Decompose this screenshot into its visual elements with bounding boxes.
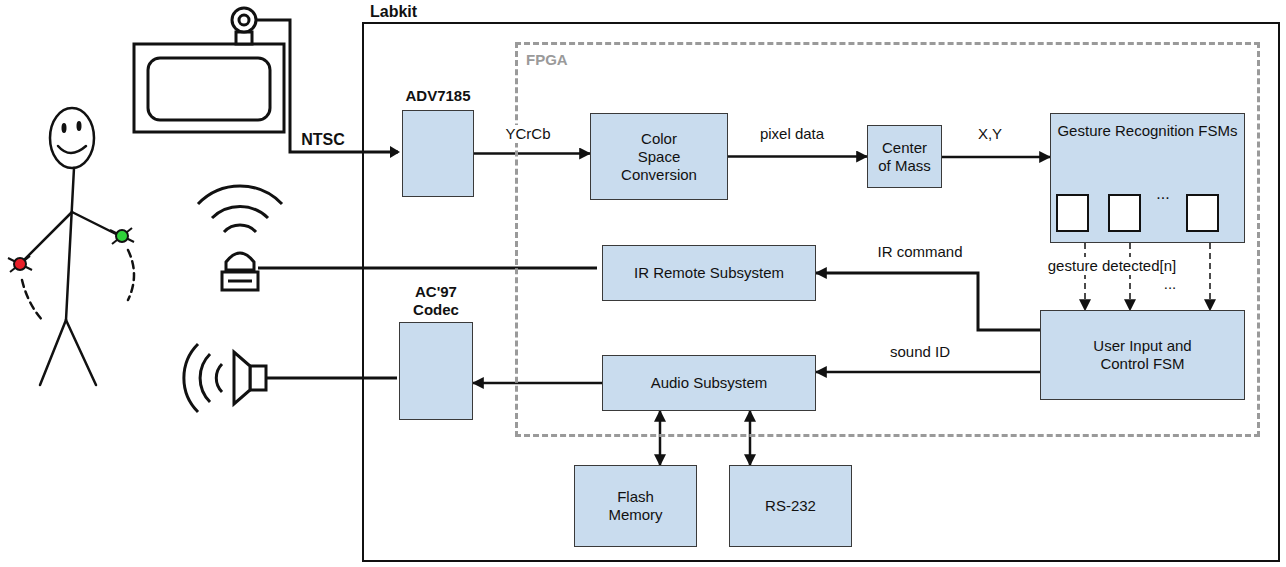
speaker [184,344,266,412]
arm [20,212,72,264]
fpga-region: FPGA Color Space Conversion Center of Mass… [515,42,1260,437]
tv-monitor [134,8,284,132]
box-label: Flash Memory [606,488,666,524]
signal-label: pixel data [757,125,827,143]
ir-base [222,272,258,290]
box-label: Center of Mass [874,139,935,175]
memory-box: Flash Memory [574,465,697,547]
signal-arrow [749,411,752,465]
signal-arrow [816,371,1040,374]
leg [66,320,96,385]
eye [77,121,82,131]
fsm-square [1108,194,1141,232]
signal-label: X,Y [975,125,1005,143]
process-box: Color Space Conversion [590,113,728,200]
signal-arrow [473,382,602,385]
heading-label: ADV7185 [405,87,470,105]
speaker-cone [234,352,250,404]
sound-wave [200,354,210,402]
ir-slot [228,280,252,283]
decoder-chip: ADV7185 [402,110,474,197]
signal-label: gesture detected[n] [1045,257,1179,275]
head [50,108,94,168]
audio-wire [266,377,397,380]
heading-label: FPGA [526,51,568,69]
interface-box: RS-232 [729,465,852,547]
labkit-frame: LabkitFPGAColor Space ConversionCenter o… [362,22,1280,562]
signal-arrow-dashed [1129,243,1131,310]
box-label: Audio Subsystem [651,374,768,392]
ir-wave [198,186,282,204]
signal-arrow [816,273,1040,330]
webcam [232,8,256,32]
process-box: Audio Subsystem [602,355,816,411]
webcam-lens [239,15,249,25]
fsm-square [1186,194,1219,232]
process-box: Center of Mass [867,125,942,188]
leg [40,320,66,385]
smile [58,146,86,153]
ellipsis: ... [1161,275,1180,293]
ntsc-wire [256,20,398,152]
speaker-magnet [250,366,266,390]
sound-wave [216,364,222,392]
signal-arrow [728,155,867,158]
box-label: User Input and Control FSM [1080,337,1205,373]
ir-emitter [226,253,254,270]
fsm-group-box: Gesture Recognition FSMs... [1050,113,1245,243]
signal-name: NTSC [298,130,348,149]
heading-label: Labkit [370,2,417,21]
signal-label: YCrCb [502,125,553,143]
body [66,168,74,320]
signal-arrow [474,152,590,155]
ir-wave [212,207,268,218]
webcam-base [236,32,252,44]
arrowhead [390,146,400,158]
heading-label: ... [1143,184,1183,203]
box-label: RS-232 [765,497,816,515]
signal-arrow-dashed [1209,243,1211,310]
eye [62,123,67,133]
motion-arc [128,250,134,300]
heading-label: AC'97 Codec [401,283,471,319]
red-marker [8,256,32,272]
control-box: User Input and Control FSM [1040,310,1245,400]
green-marker [110,228,134,244]
tv-body [134,44,284,132]
heading-label: Gesture Recognition FSMs [1051,122,1244,140]
motion-arc [22,280,44,322]
box-label: IR Remote Subsystem [634,264,784,282]
signal-arrow-dashed [1084,243,1086,310]
ir-wire [258,267,597,270]
signal-arrow [659,411,662,465]
process-box: IR Remote Subsystem [602,245,816,301]
tv-screen [148,58,270,120]
signal-label: IR command [874,243,965,261]
ir-wave [224,225,256,232]
box-label: Color Space Conversion [619,130,699,184]
fsm-square [1056,194,1089,232]
signal-label: sound ID [887,343,953,361]
person [20,108,134,385]
codec-chip: AC'97 Codec [399,322,473,420]
ir-blaster [198,186,282,290]
signal-arrow [942,156,1050,159]
sound-wave [184,344,198,412]
